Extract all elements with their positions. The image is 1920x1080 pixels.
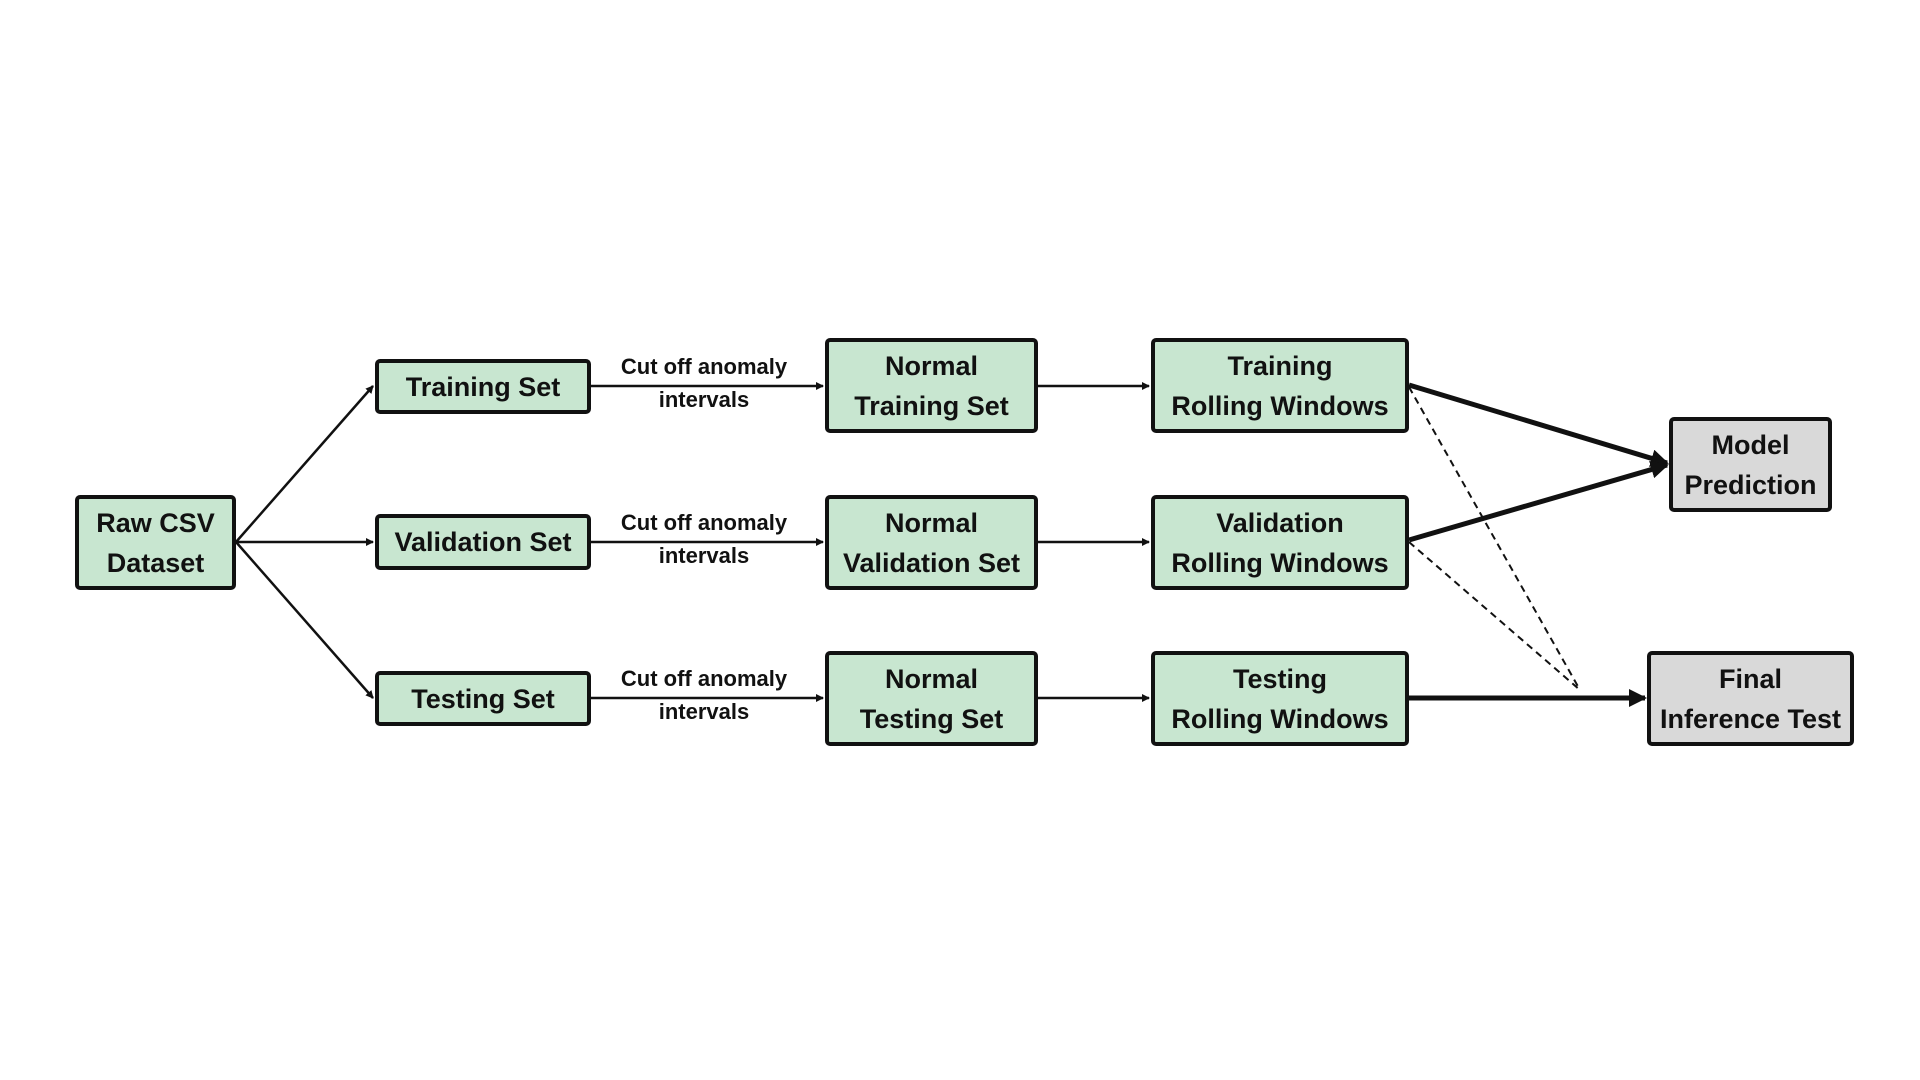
node-label: Testing: [1233, 663, 1327, 694]
node-label: Training Set: [405, 371, 561, 402]
node-label: Normal: [884, 350, 979, 381]
node-validation-set: Validation Set: [375, 514, 591, 570]
edge-label-test: Cut off anomaly intervals: [594, 662, 814, 728]
node-label: Testing Set: [411, 683, 555, 714]
node-label: Training Set: [854, 390, 1009, 421]
node-label: Rolling Windows: [1171, 547, 1389, 578]
edge-val-rw-final-dashed: [1408, 541, 1581, 691]
node-label: Validation Set: [842, 547, 1021, 578]
node-label: Inference Test: [1659, 703, 1842, 734]
node-training-set: Training Set: [375, 359, 591, 414]
node-label: Rolling Windows: [1171, 703, 1389, 734]
node-testing-set: Testing Set: [375, 671, 591, 726]
edge-label-line: intervals: [658, 387, 750, 412]
edge-train-rw-final-dashed: [1408, 386, 1581, 691]
edge-label-line: intervals: [658, 699, 750, 724]
edge-label-val: Cut off anomaly intervals: [594, 506, 814, 572]
edge-label-line: intervals: [658, 543, 750, 568]
edge-train-rw-model: [1408, 382, 1669, 467]
edge-label-train: Cut off anomaly intervals: [594, 350, 814, 416]
edge-label-line: Cut off anomaly: [620, 354, 788, 379]
node-label: Rolling Windows: [1171, 390, 1389, 421]
edge-label-line: Cut off anomaly: [620, 666, 788, 691]
node-label: Training: [1227, 350, 1333, 381]
node-label: Raw CSV: [96, 507, 215, 538]
node-label: Final: [1718, 663, 1782, 694]
node-label: Model: [1711, 429, 1790, 460]
node-label: Testing Set: [859, 703, 1004, 734]
edge-raw-train: [235, 385, 374, 543]
node-label: Prediction: [1684, 469, 1817, 500]
edge-raw-test: [235, 541, 374, 699]
node-label: Validation Set: [394, 527, 572, 557]
node-raw-csv-dataset: Raw CSV Dataset: [75, 495, 236, 590]
node-label: Normal: [884, 507, 979, 538]
node-label: Dataset: [106, 547, 205, 578]
edge-val-rw-model: [1408, 460, 1669, 543]
edge-label-line: Cut off anomaly: [620, 510, 788, 535]
node-label: Validation: [1216, 507, 1344, 538]
node-label: Normal: [884, 663, 979, 694]
